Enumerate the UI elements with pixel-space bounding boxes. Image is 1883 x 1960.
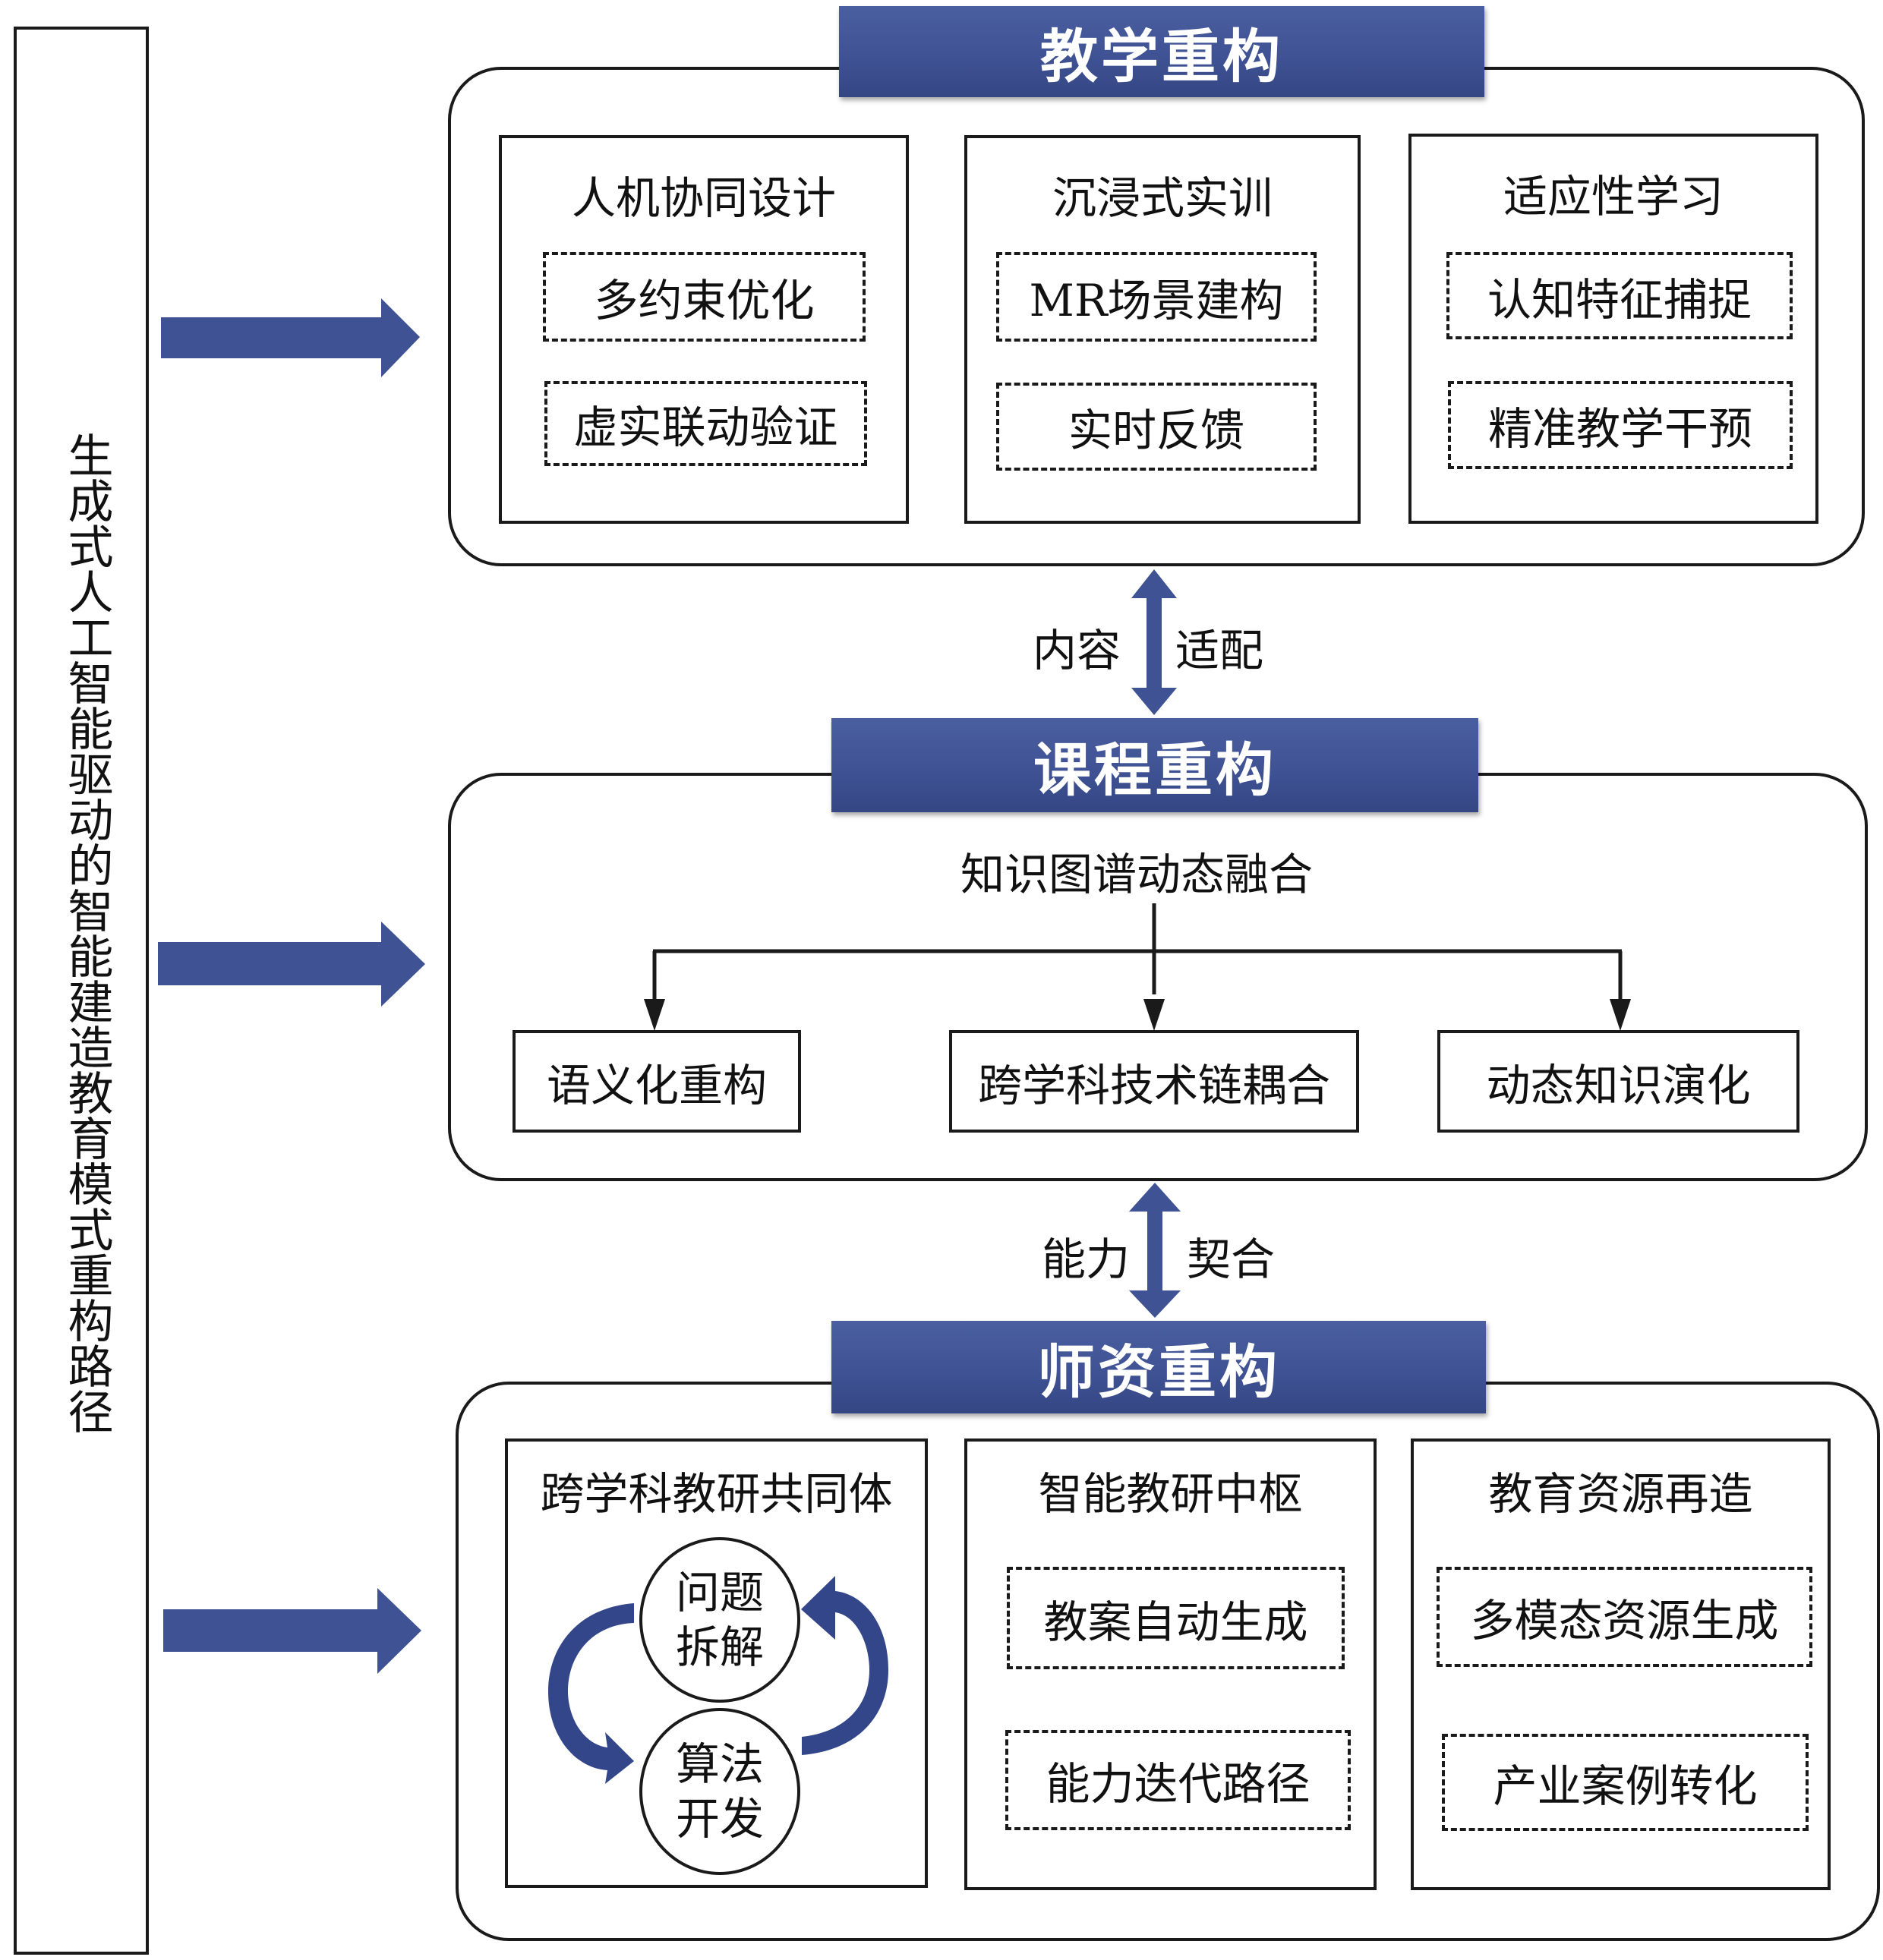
double-arrow-icon-content-fit <box>1131 569 1177 715</box>
teaching-item: 虚实联动验证 <box>544 381 867 466</box>
faculty-item: 产业案例转化 <box>1442 1734 1809 1831</box>
right-arrow-icon-faculty <box>163 1588 421 1674</box>
curriculum-child: 跨学科技术链耦合 <box>949 1030 1359 1133</box>
teaching-header: 教学重构 <box>839 6 1484 97</box>
link-label-right: 契合 <box>1187 1234 1276 1285</box>
curriculum-child: 动态知识演化 <box>1437 1030 1799 1133</box>
faculty-item: 能力迭代路径 <box>1005 1730 1351 1830</box>
faculty-column-3: 教育资源再造 多模态资源生成 产业案例转化 <box>1411 1438 1831 1890</box>
teaching-column-3: 适应性学习 认知特征捕捉 精准教学干预 <box>1408 134 1818 524</box>
faculty-column-title: 教育资源再造 <box>1488 1468 1753 1520</box>
teaching-column-1: 人机协同设计 多约束优化 虚实联动验证 <box>499 135 909 524</box>
faculty-column-title: 跨学科教研共同体 <box>540 1468 893 1520</box>
teaching-column-title: 沉浸式实训 <box>1052 172 1273 224</box>
link-label-right: 适配 <box>1175 625 1264 676</box>
link-label-left: 内容 <box>1033 625 1121 676</box>
cycle-node-problem: 问题 拆解 <box>639 1537 800 1703</box>
faculty-header: 师资重构 <box>831 1321 1486 1413</box>
curriculum-root: 知识图谱动态融合 <box>960 849 1314 900</box>
link-label-left: 能力 <box>1042 1234 1131 1285</box>
main-title: 生成式人工智能驱动的智能建造教育模式重构路径 <box>60 432 113 1434</box>
curriculum-child: 语义化重构 <box>513 1030 801 1133</box>
double-arrow-icon-ability-match <box>1129 1183 1181 1318</box>
teaching-column-title: 人机协同设计 <box>571 172 836 224</box>
cycle-node-line: 开发 <box>675 1793 764 1845</box>
faculty-item: 教案自动生成 <box>1007 1567 1345 1669</box>
teaching-item: 实时反馈 <box>996 383 1317 471</box>
teaching-column-title: 适应性学习 <box>1503 171 1724 222</box>
teaching-item: MR场景建构 <box>996 252 1317 342</box>
faculty-column-2: 智能教研中枢 教案自动生成 能力迭代路径 <box>964 1438 1377 1890</box>
cycle-node-line: 拆解 <box>675 1621 764 1673</box>
teaching-item: 认知特征捕捉 <box>1446 252 1793 339</box>
teaching-item: 精准教学干预 <box>1448 381 1793 469</box>
cycle-node-line: 问题 <box>675 1567 764 1618</box>
cycle-node-algorithm: 算法 开发 <box>639 1708 800 1875</box>
teaching-item: 多约束优化 <box>543 252 866 342</box>
right-arrow-icon-teaching <box>161 298 420 377</box>
faculty-column-title: 智能教研中枢 <box>1038 1468 1303 1520</box>
main-title-panel: 生成式人工智能驱动的智能建造教育模式重构路径 <box>14 27 149 1955</box>
faculty-item: 多模态资源生成 <box>1437 1567 1812 1667</box>
right-arrow-icon-curriculum <box>158 922 425 1007</box>
curriculum-header: 课程重构 <box>831 718 1478 812</box>
cycle-node-line: 算法 <box>675 1738 764 1790</box>
teaching-column-2: 沉浸式实训 MR场景建构 实时反馈 <box>964 135 1361 524</box>
